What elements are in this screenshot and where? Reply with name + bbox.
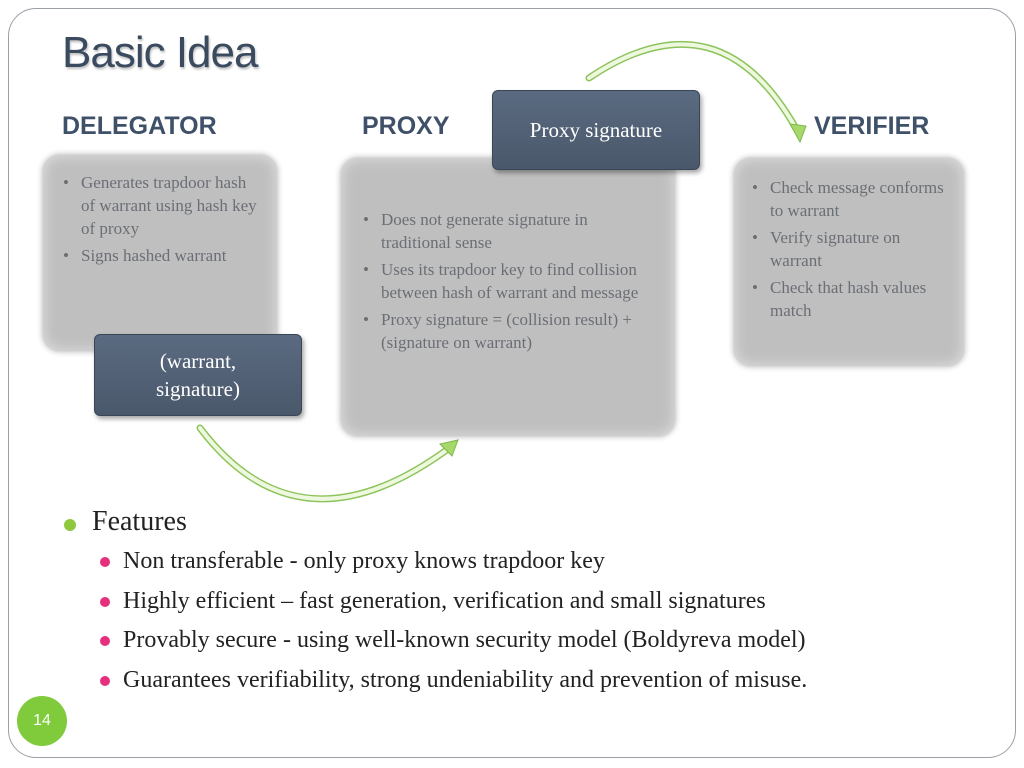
feature-item: Highly efficient – fast generation, veri… (62, 586, 807, 626)
delegator-bullet: Generates trapdoor hash of warrant using… (61, 171, 263, 240)
feature-item: Guarantees verifiability, strong undenia… (62, 665, 807, 705)
feature-item-text: Guarantees verifiability, strong undenia… (123, 666, 808, 693)
verifier-bullet-list: Check message conforms to warrant Verify… (750, 176, 950, 322)
slide-title: Basic Idea (62, 28, 258, 77)
verifier-bullet: Check that hash values match (750, 276, 950, 322)
features-list: Non transferable - only proxy knows trap… (62, 546, 807, 704)
delegator-bullet: Signs hashed warrant (61, 244, 263, 267)
features-heading: Features (62, 506, 807, 546)
pink-bullet-icon (100, 636, 110, 646)
feature-item: Non transferable - only proxy knows trap… (62, 546, 807, 586)
proxy-heading: PROXY (362, 112, 450, 140)
proxy-bullet: Does not generate signature in tradition… (361, 208, 657, 254)
feature-item-text: Non transferable - only proxy knows trap… (123, 548, 605, 574)
proxy-signature-label: Proxy signature (492, 90, 700, 170)
feature-item-text: Highly efficient – fast generation, veri… (123, 587, 766, 614)
proxy-bullet: Proxy signature = (collision result) + (… (361, 308, 657, 354)
pink-bullet-icon (100, 557, 110, 567)
verifier-box: Check message conforms to warrant Verify… (733, 157, 965, 367)
proxy-box: Does not generate signature in tradition… (340, 157, 676, 437)
slide-frame (8, 8, 1016, 758)
delegator-heading: DELEGATOR (62, 112, 217, 140)
verifier-bullet: Verify signature on warrant (750, 226, 950, 272)
slide-number-badge: 14 (17, 696, 67, 746)
features-heading-text: Features (92, 506, 187, 537)
warrant-signature-label: (warrant, signature) (94, 334, 302, 416)
features-section: Features Non transferable - only proxy k… (62, 506, 807, 704)
feature-item: Provably secure - using well-known secur… (62, 625, 807, 665)
pink-bullet-icon (100, 675, 110, 686)
pink-bullet-icon (100, 596, 110, 607)
feature-item-text: Provably secure - using well-known secur… (123, 627, 806, 653)
verifier-heading: VERIFIER (814, 112, 930, 140)
delegator-bullet-list: Generates trapdoor hash of warrant using… (61, 171, 263, 267)
verifier-bullet: Check message conforms to warrant (750, 176, 950, 222)
proxy-bullet-list: Does not generate signature in tradition… (361, 208, 657, 354)
proxy-bullet: Uses its trapdoor key to find collision … (361, 258, 657, 304)
green-bullet-icon (64, 519, 76, 531)
delegator-box: Generates trapdoor hash of warrant using… (42, 154, 278, 352)
